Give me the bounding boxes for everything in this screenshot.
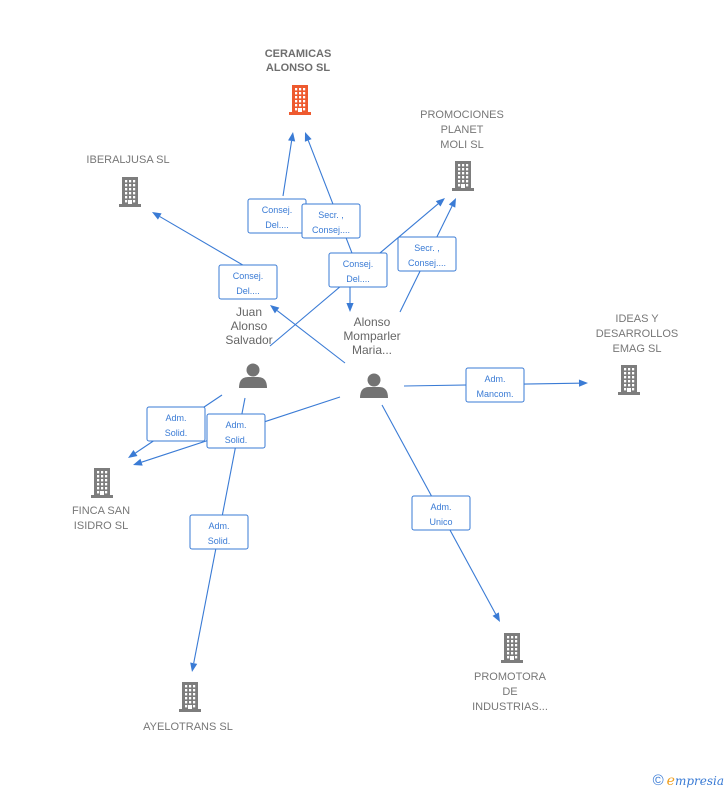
- role-badge[interactable]: Adm. Unico: [411, 495, 471, 531]
- node-label-line: Salvador: [225, 333, 272, 347]
- role-badge[interactable]: Consej. Del....: [328, 252, 388, 288]
- role-label-line: Adm.: [165, 413, 186, 423]
- company-node-ayelotrans[interactable]: AYELOTRANS SL: [143, 682, 233, 733]
- copyright-icon: ©: [652, 772, 664, 789]
- role-label-line: Solid.: [165, 428, 188, 438]
- role-label-line: Consej....: [312, 225, 350, 235]
- node-label-line: IBERALJUSA SL: [86, 154, 169, 166]
- arrow-head-icon: [190, 662, 198, 672]
- role-badge[interactable]: Adm. Solid.: [206, 413, 266, 449]
- arrow-head-icon: [152, 212, 162, 220]
- role-label-line: Mancom.: [476, 389, 513, 399]
- role-label-line: Consej....: [408, 258, 446, 268]
- role-label-line: Consej.: [233, 271, 264, 281]
- role-badge[interactable]: Adm. Solid.: [146, 406, 206, 442]
- person-icon: [239, 363, 267, 388]
- company-node-ideas[interactable]: IDEAS Y DESARROLLOS EMAG SL: [596, 313, 679, 395]
- node-label-line: DE: [502, 686, 517, 698]
- role-label-line: Adm.: [430, 502, 451, 512]
- roles-layer: Consej. Del.... Secr. , Consej.... Consej. De…: [146, 198, 525, 550]
- node-label-line: Alonso: [231, 319, 268, 333]
- brand-logo-initial: e: [666, 773, 675, 789]
- node-label-line: PROMOCIONES: [420, 109, 504, 121]
- node-label-line: PROMOTORA: [474, 671, 547, 683]
- role-badge[interactable]: Adm. Solid.: [189, 514, 249, 550]
- node-label-line: EMAG SL: [613, 343, 662, 355]
- role-label-line: Secr. ,: [318, 210, 344, 220]
- role-badge[interactable]: Adm. Mancom.: [465, 367, 525, 403]
- arrow-head-icon: [492, 612, 500, 622]
- brand-logo-text: mpresia: [674, 774, 724, 788]
- node-label-line: INDUSTRIAS...: [472, 701, 548, 713]
- role-badge[interactable]: Secr. , Consej....: [301, 203, 361, 239]
- company-node-ceramicas[interactable]: CERAMICAS ALONSO SL: [265, 48, 332, 115]
- role-label-line: Del....: [346, 274, 370, 284]
- role-label-line: Solid.: [208, 536, 231, 546]
- relationship-edge: [346, 285, 354, 312]
- building-icon: [289, 85, 311, 115]
- node-label-line: CERAMICAS: [265, 48, 332, 60]
- building-icon: [452, 161, 474, 191]
- role-badge[interactable]: Consej. Del....: [218, 264, 278, 300]
- arrow-head-icon: [270, 305, 280, 314]
- role-label-line: Adm.: [208, 521, 229, 531]
- role-label-line: Adm.: [484, 374, 505, 384]
- relationship-edge: [304, 132, 358, 267]
- node-label-line: ALONSO SL: [266, 62, 330, 74]
- building-icon: [119, 177, 141, 207]
- company-node-iberaljusa[interactable]: IBERALJUSA SL: [86, 154, 170, 207]
- node-label-line: Maria...: [352, 343, 392, 357]
- role-label-line: Del....: [265, 220, 289, 230]
- role-label-line: Consej.: [262, 205, 293, 215]
- relationship-edge: [270, 305, 346, 364]
- building-icon: [501, 633, 523, 663]
- nodes-layer: CERAMICAS ALONSO SL PROMOCIONES PLANET MOLI …: [72, 48, 678, 733]
- company-node-promotora[interactable]: PROMOTORA DE INDUSTRIAS...: [472, 633, 548, 713]
- arrow-head-icon: [346, 303, 354, 312]
- arrow-head-icon: [435, 198, 445, 207]
- building-icon: [91, 468, 113, 498]
- company-node-finca[interactable]: FINCA SAN ISIDRO SL: [72, 468, 130, 532]
- company-node-promociones[interactable]: PROMOCIONES PLANET MOLI SL: [420, 109, 504, 191]
- arrow-head-icon: [128, 449, 138, 458]
- role-label-line: Adm.: [225, 420, 246, 430]
- role-badge[interactable]: Consej. Del....: [247, 198, 307, 234]
- role-badge[interactable]: Secr. , Consej....: [397, 236, 457, 272]
- node-label-line: AYELOTRANS SL: [143, 721, 233, 733]
- node-label-line: PLANET: [441, 124, 484, 136]
- arrow-head-icon: [304, 132, 312, 142]
- arrow-head-icon: [448, 198, 456, 208]
- node-label-line: Momparler: [343, 329, 400, 343]
- brand-footer[interactable]: ©empresia: [653, 772, 724, 789]
- building-icon: [179, 682, 201, 712]
- role-label-line: Secr. ,: [414, 243, 440, 253]
- person-node-alonso[interactable]: AlonsoMomparlerMaria...: [343, 315, 401, 398]
- node-label-line: Juan: [236, 305, 262, 319]
- person-icon: [360, 373, 388, 398]
- arrow-head-icon: [578, 379, 588, 387]
- relationship-edge: [282, 132, 296, 197]
- arrow-head-icon: [288, 132, 296, 142]
- building-icon: [618, 365, 640, 395]
- node-label-line: FINCA SAN: [72, 505, 130, 517]
- node-label-line: Alonso: [354, 315, 391, 329]
- node-label-line: IDEAS Y: [615, 313, 659, 325]
- role-label-line: Del....: [236, 286, 260, 296]
- role-label-line: Solid.: [225, 435, 248, 445]
- role-label-line: Consej.: [343, 259, 374, 269]
- node-label-line: MOLI SL: [440, 139, 483, 151]
- node-label-line: ISIDRO SL: [74, 520, 128, 532]
- role-label-line: Unico: [429, 517, 452, 527]
- arrow-head-icon: [133, 458, 143, 466]
- node-label-line: DESARROLLOS: [596, 328, 679, 340]
